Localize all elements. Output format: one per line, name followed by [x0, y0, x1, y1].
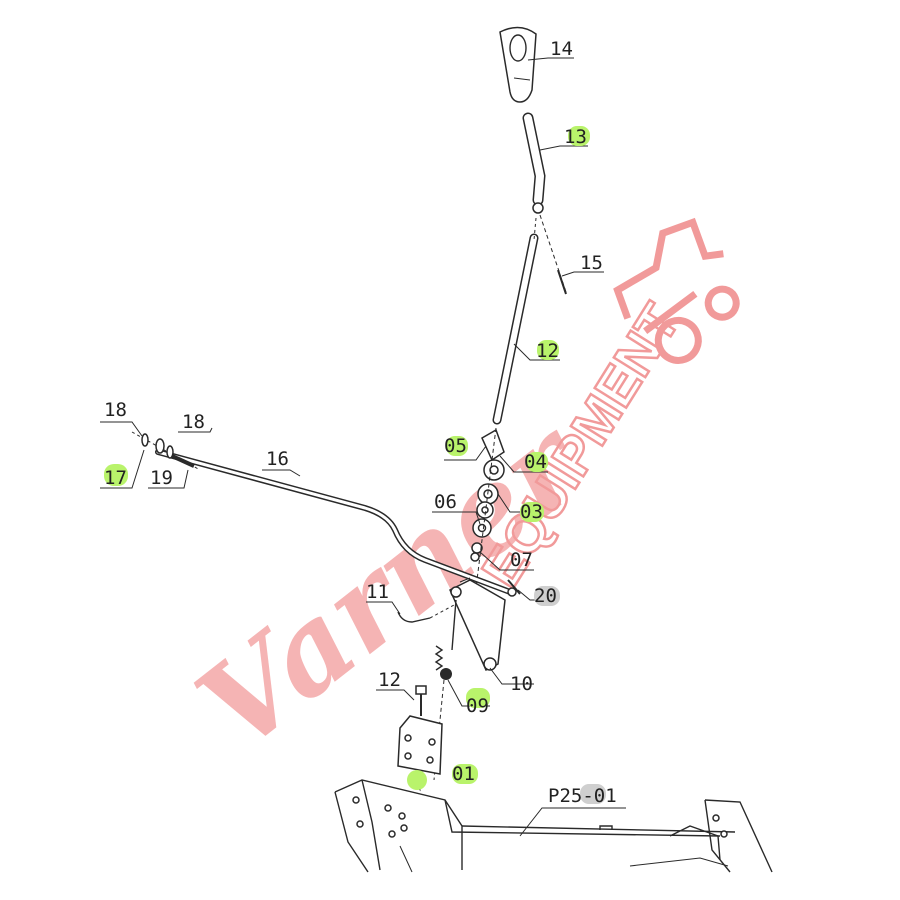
part-12-lever-rod — [492, 217, 539, 425]
part-11-clip — [397, 604, 455, 623]
assembly-ref: P25-01 — [548, 785, 617, 807]
label-20: 20 — [534, 585, 557, 607]
label-15: 15 — [580, 252, 603, 274]
label-12: 12 — [536, 340, 559, 362]
part-labels: 14 13 15 12 05 04 03 06 07 20 16 18 18 1… — [104, 38, 617, 807]
label-13: 13 — [564, 126, 587, 148]
label-01: 01 — [452, 763, 475, 785]
label-11: 11 — [366, 581, 389, 603]
part-12-bolt — [415, 685, 427, 716]
label-17: 17 — [104, 467, 127, 489]
label-10: 10 — [510, 673, 533, 695]
part-15-pin — [539, 214, 567, 295]
part-14-knob — [499, 26, 537, 103]
label-12b: 12 — [378, 669, 401, 691]
tractor-logo — [613, 217, 740, 364]
part-10-link — [449, 577, 506, 672]
watermark: Varner EQUIPMENT — [172, 217, 740, 777]
part-16-shift-rod — [155, 449, 521, 597]
label-07: 07 — [510, 549, 533, 571]
label-highlights — [104, 126, 606, 804]
label-18a: 18 — [104, 399, 127, 421]
label-04: 04 — [524, 451, 547, 473]
chassis-frame — [334, 779, 773, 873]
label-16: 16 — [266, 448, 289, 470]
label-03: 03 — [520, 501, 543, 523]
label-19: 19 — [150, 467, 173, 489]
label-14: 14 — [550, 38, 573, 60]
part-13-handle-rod — [522, 112, 546, 214]
label-09: 09 — [466, 695, 489, 717]
label-06: 06 — [434, 491, 457, 513]
label-05: 05 — [444, 435, 467, 457]
part-01-bracket — [397, 715, 443, 775]
label-18b: 18 — [182, 411, 205, 433]
rod-end-hardware — [131, 431, 201, 471]
